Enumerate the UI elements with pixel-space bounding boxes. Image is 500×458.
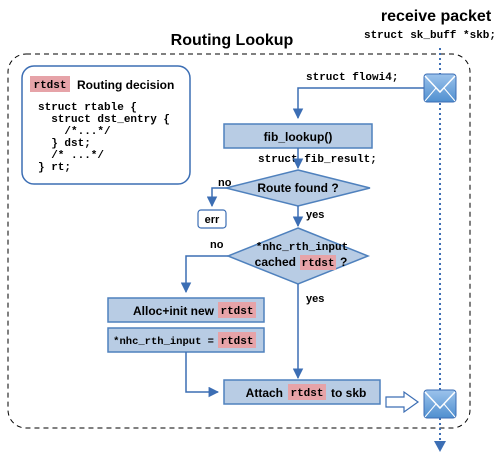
yes-label-cached: yes [306, 293, 324, 305]
cached-line1: *nhc_rth_input [256, 242, 348, 254]
cached-question: ? [340, 255, 347, 269]
err-box [197, 209, 227, 229]
route-found-label: Route found ? [257, 181, 338, 195]
alloc-tag [218, 302, 256, 318]
envelope-icon [423, 389, 457, 419]
legend-box [21, 65, 191, 185]
fib-lookup-label: fib_lookup() [264, 130, 333, 144]
no-label-cached: no [210, 239, 224, 251]
attach-label: Attach [246, 386, 283, 400]
connector-cached-to-alloc [180, 255, 228, 294]
cached-word: cached [255, 255, 296, 269]
cached-tag-label: rtdst [301, 258, 334, 270]
assign-tag-label: rtdst [220, 336, 253, 348]
legend-title: Routing decision [77, 78, 174, 92]
connector-assign-to-attach [185, 352, 220, 398]
routing-lookup-container [7, 53, 471, 429]
alloc-tag-label: rtdst [220, 306, 253, 318]
no-label-route: no [218, 177, 232, 189]
attach-tag-label: rtdst [290, 388, 323, 400]
flowi-label: struct flowi4; [306, 72, 398, 84]
fib-result-label: struct fib_result; [258, 154, 377, 166]
legend-code-line: } dst; [38, 138, 91, 150]
header-title: receive packet [381, 8, 492, 25]
packet-path-arrowhead [434, 441, 446, 452]
assign-label: *nhc_rth_input = [113, 336, 214, 348]
yes-label-route: yes [306, 209, 324, 221]
connector-route-to-err [206, 187, 226, 208]
legend-code-line: /* ...*/ [38, 150, 104, 162]
envelope-icon [423, 73, 457, 103]
attach-label-2: to skb [331, 386, 366, 400]
attach-to-packet-arrow [385, 390, 420, 414]
alloc-label: Alloc+init new [133, 304, 215, 318]
header-subtitle: struct sk_buff *skb; [364, 30, 496, 42]
attach-tag [288, 384, 326, 400]
err-label: err [205, 214, 220, 226]
legend-tag-label: rtdst [33, 80, 66, 92]
legend-code-line: struct rtable { [38, 102, 137, 114]
legend-code-line: struct dst_entry { [38, 114, 170, 126]
connector-packet-to-fib [292, 87, 424, 120]
legend-code-line: } rt; [38, 162, 71, 174]
legend-code-line: /*...*/ [38, 126, 111, 138]
legend-tag [30, 76, 70, 92]
legend-code: struct rtable { struct dst_entry { /*...… [38, 102, 170, 174]
cached-tag [300, 255, 336, 270]
group-title: Routing Lookup [171, 32, 294, 49]
assign-tag [218, 332, 256, 348]
